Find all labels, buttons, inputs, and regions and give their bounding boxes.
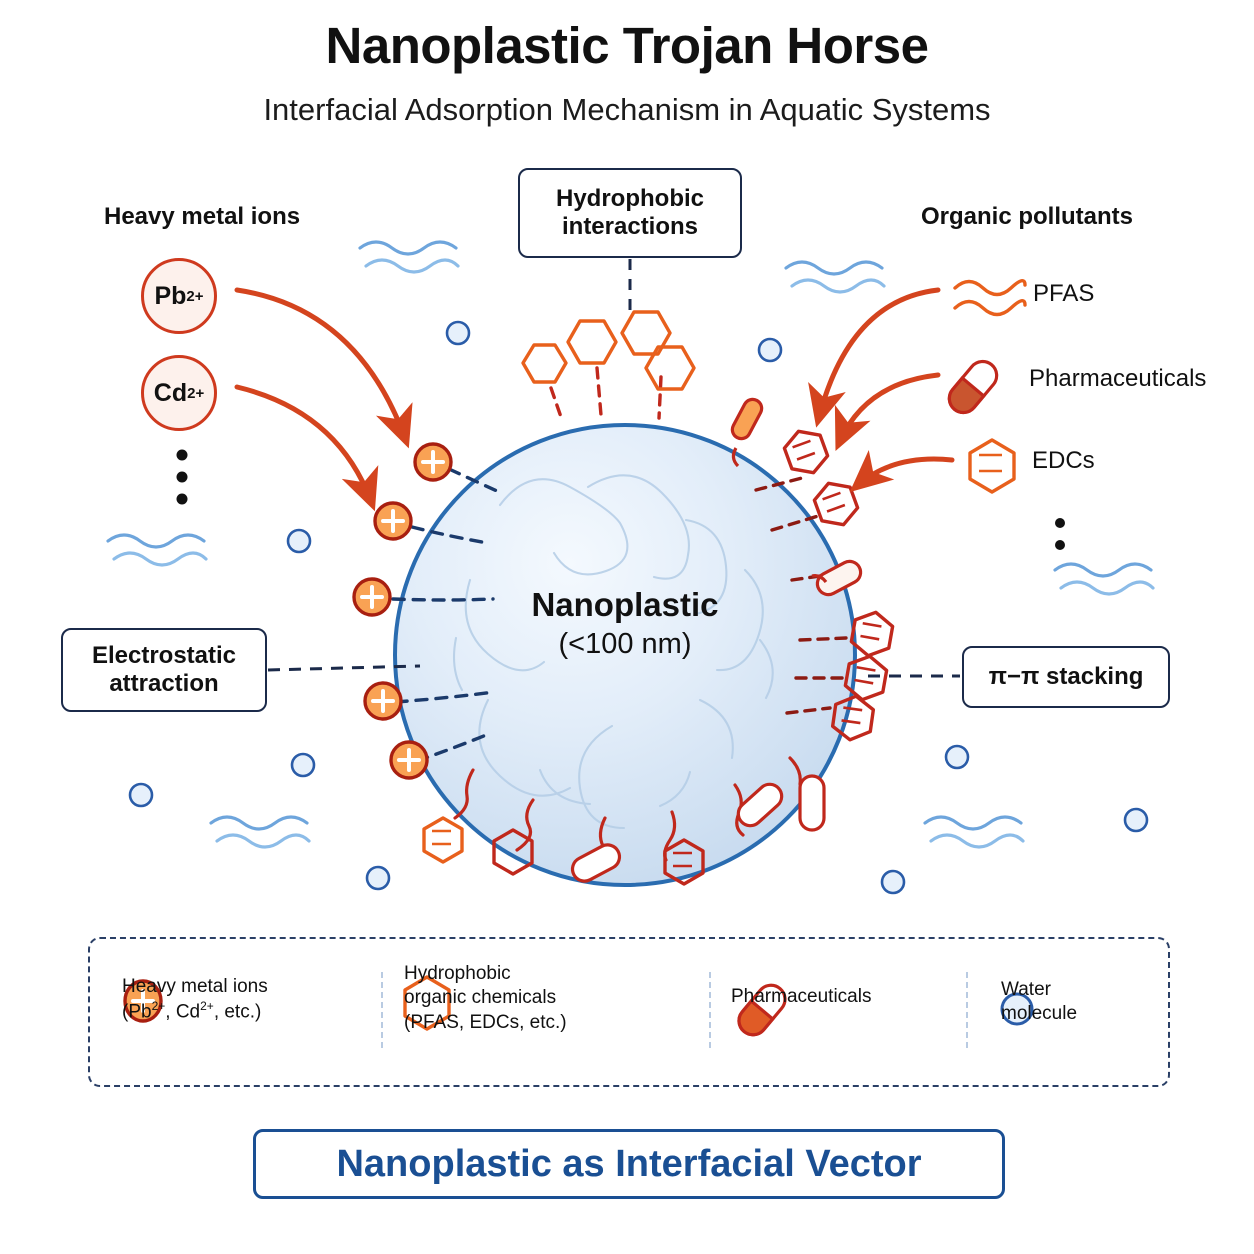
plus-ion-icon: [363, 681, 403, 721]
bottom-molecule-icons: [422, 816, 534, 876]
pfas-wave-icon: [953, 279, 1027, 317]
pollutant-label-edcs: EDCs: [1032, 447, 1095, 474]
plus-ion-icon: [352, 577, 392, 617]
legend-divider: [966, 972, 968, 1048]
legend-water-molecule-icon: [1000, 992, 1034, 1026]
water-molecule-icons: [128, 320, 1149, 895]
pollutant-label-pfas: PFAS: [1033, 280, 1095, 307]
legend-hexagon-icon: [403, 975, 451, 1031]
legend-plus-ion-icon: [123, 979, 163, 1023]
legend-item-water-molecule: Water molecule: [1001, 978, 1077, 1027]
hexagon-icon: [968, 438, 1016, 494]
ellipsis-left: [176, 449, 188, 505]
legend-panel: [88, 937, 1170, 1087]
legend-divider: [381, 972, 383, 1048]
ion-cd-charge: 2+: [187, 384, 205, 402]
legend-divider: [709, 972, 711, 1048]
legend-item-hydrophobic-organics: Hydrophobic organic chemicals (PFAS, EDC…: [404, 962, 567, 1035]
legend-hydro-line2: organic chemicals: [404, 987, 557, 1009]
legend-pharma-label: Pharmaceuticals: [731, 986, 872, 1007]
ion-pb-charge: 2+: [186, 287, 204, 305]
pipi-tethers: [754, 476, 848, 715]
plus-ion-icon: [389, 740, 429, 780]
electrostatic-connector: [267, 664, 421, 672]
plus-ion-icon: [413, 442, 453, 482]
water-wave-decorations: [106, 240, 1155, 849]
polymer-chain-lines: [452, 474, 774, 830]
legend-hydro-line3: (PFAS, EDCs, etc.): [404, 1011, 567, 1033]
legend-metal-line2: (Pb2+, Cd2+, etc.): [122, 999, 262, 1023]
callout-electrostatic-line2: attraction: [109, 670, 219, 697]
capsule-molecule-icon: [811, 559, 863, 597]
legend-item-pharmaceuticals: Pharmaceuticals: [731, 985, 871, 1009]
callout-hydrophobic-line1: Hydrophobic: [556, 184, 704, 212]
metal-ion-markers: [352, 442, 453, 780]
heavy-metals-heading: Heavy metal ions: [104, 203, 301, 230]
callout-hydrophobic-interactions[interactable]: Hydrophobic interactions: [518, 168, 742, 258]
legend-water-line1: Water: [1001, 979, 1051, 1000]
bottom-capsule-icons: [570, 774, 826, 883]
legend-hydro-line1: Hydrophobic: [404, 963, 511, 984]
hexagon-molecule-icons: [521, 310, 696, 391]
plus-ion-icon: [373, 501, 413, 541]
organic-pollutant-arrows: [808, 287, 955, 493]
legend-item-heavy-metal-ions: Heavy metal ions (Pb2+, Cd2+, etc.): [122, 975, 268, 1025]
legend-metal-line1: Heavy metal ions: [122, 976, 268, 997]
nanoplastic-core-sphere: [393, 423, 857, 887]
hydrophobic-tethers: [549, 366, 663, 422]
legend-water-line2: molecule: [1001, 1003, 1078, 1025]
callout-pipi-label: π−π stacking: [988, 662, 1144, 690]
page-title: Nanoplastic Trojan Horse: [325, 17, 930, 74]
bottom-benzene-icons: [663, 838, 705, 886]
capsule-molecule-icon: [730, 397, 764, 468]
ion-pb-symbol: Pb: [154, 281, 187, 310]
callout-electrostatic-attraction[interactable]: Electrostatic attraction: [61, 628, 267, 712]
banner-label: Nanoplastic as Interfacial Vector: [336, 1142, 922, 1185]
pollutant-label-pharmaceuticals: Pharmaceuticals: [1029, 365, 1207, 392]
metal-ion-arrows: [234, 287, 413, 512]
callout-hydrophobic-line2: interactions: [561, 213, 699, 240]
ellipsis-right: [1055, 518, 1065, 550]
bottom-banner[interactable]: Nanoplastic as Interfacial Vector: [253, 1129, 1005, 1199]
page-subtitle: Interfacial Adsorption Mechanism in Aqua…: [263, 92, 991, 127]
callout-electrostatic-line1: Electrostatic: [91, 641, 237, 669]
organic-pollutants-heading: Organic pollutants: [921, 203, 1134, 230]
ion-cd-symbol: Cd: [153, 378, 188, 407]
benzene-ring-icons: [782, 429, 895, 742]
legend-capsule-icon: [737, 983, 787, 1037]
capsule-icon: [947, 359, 999, 415]
callout-pi-pi-stacking[interactable]: π−π stacking: [962, 646, 1170, 708]
